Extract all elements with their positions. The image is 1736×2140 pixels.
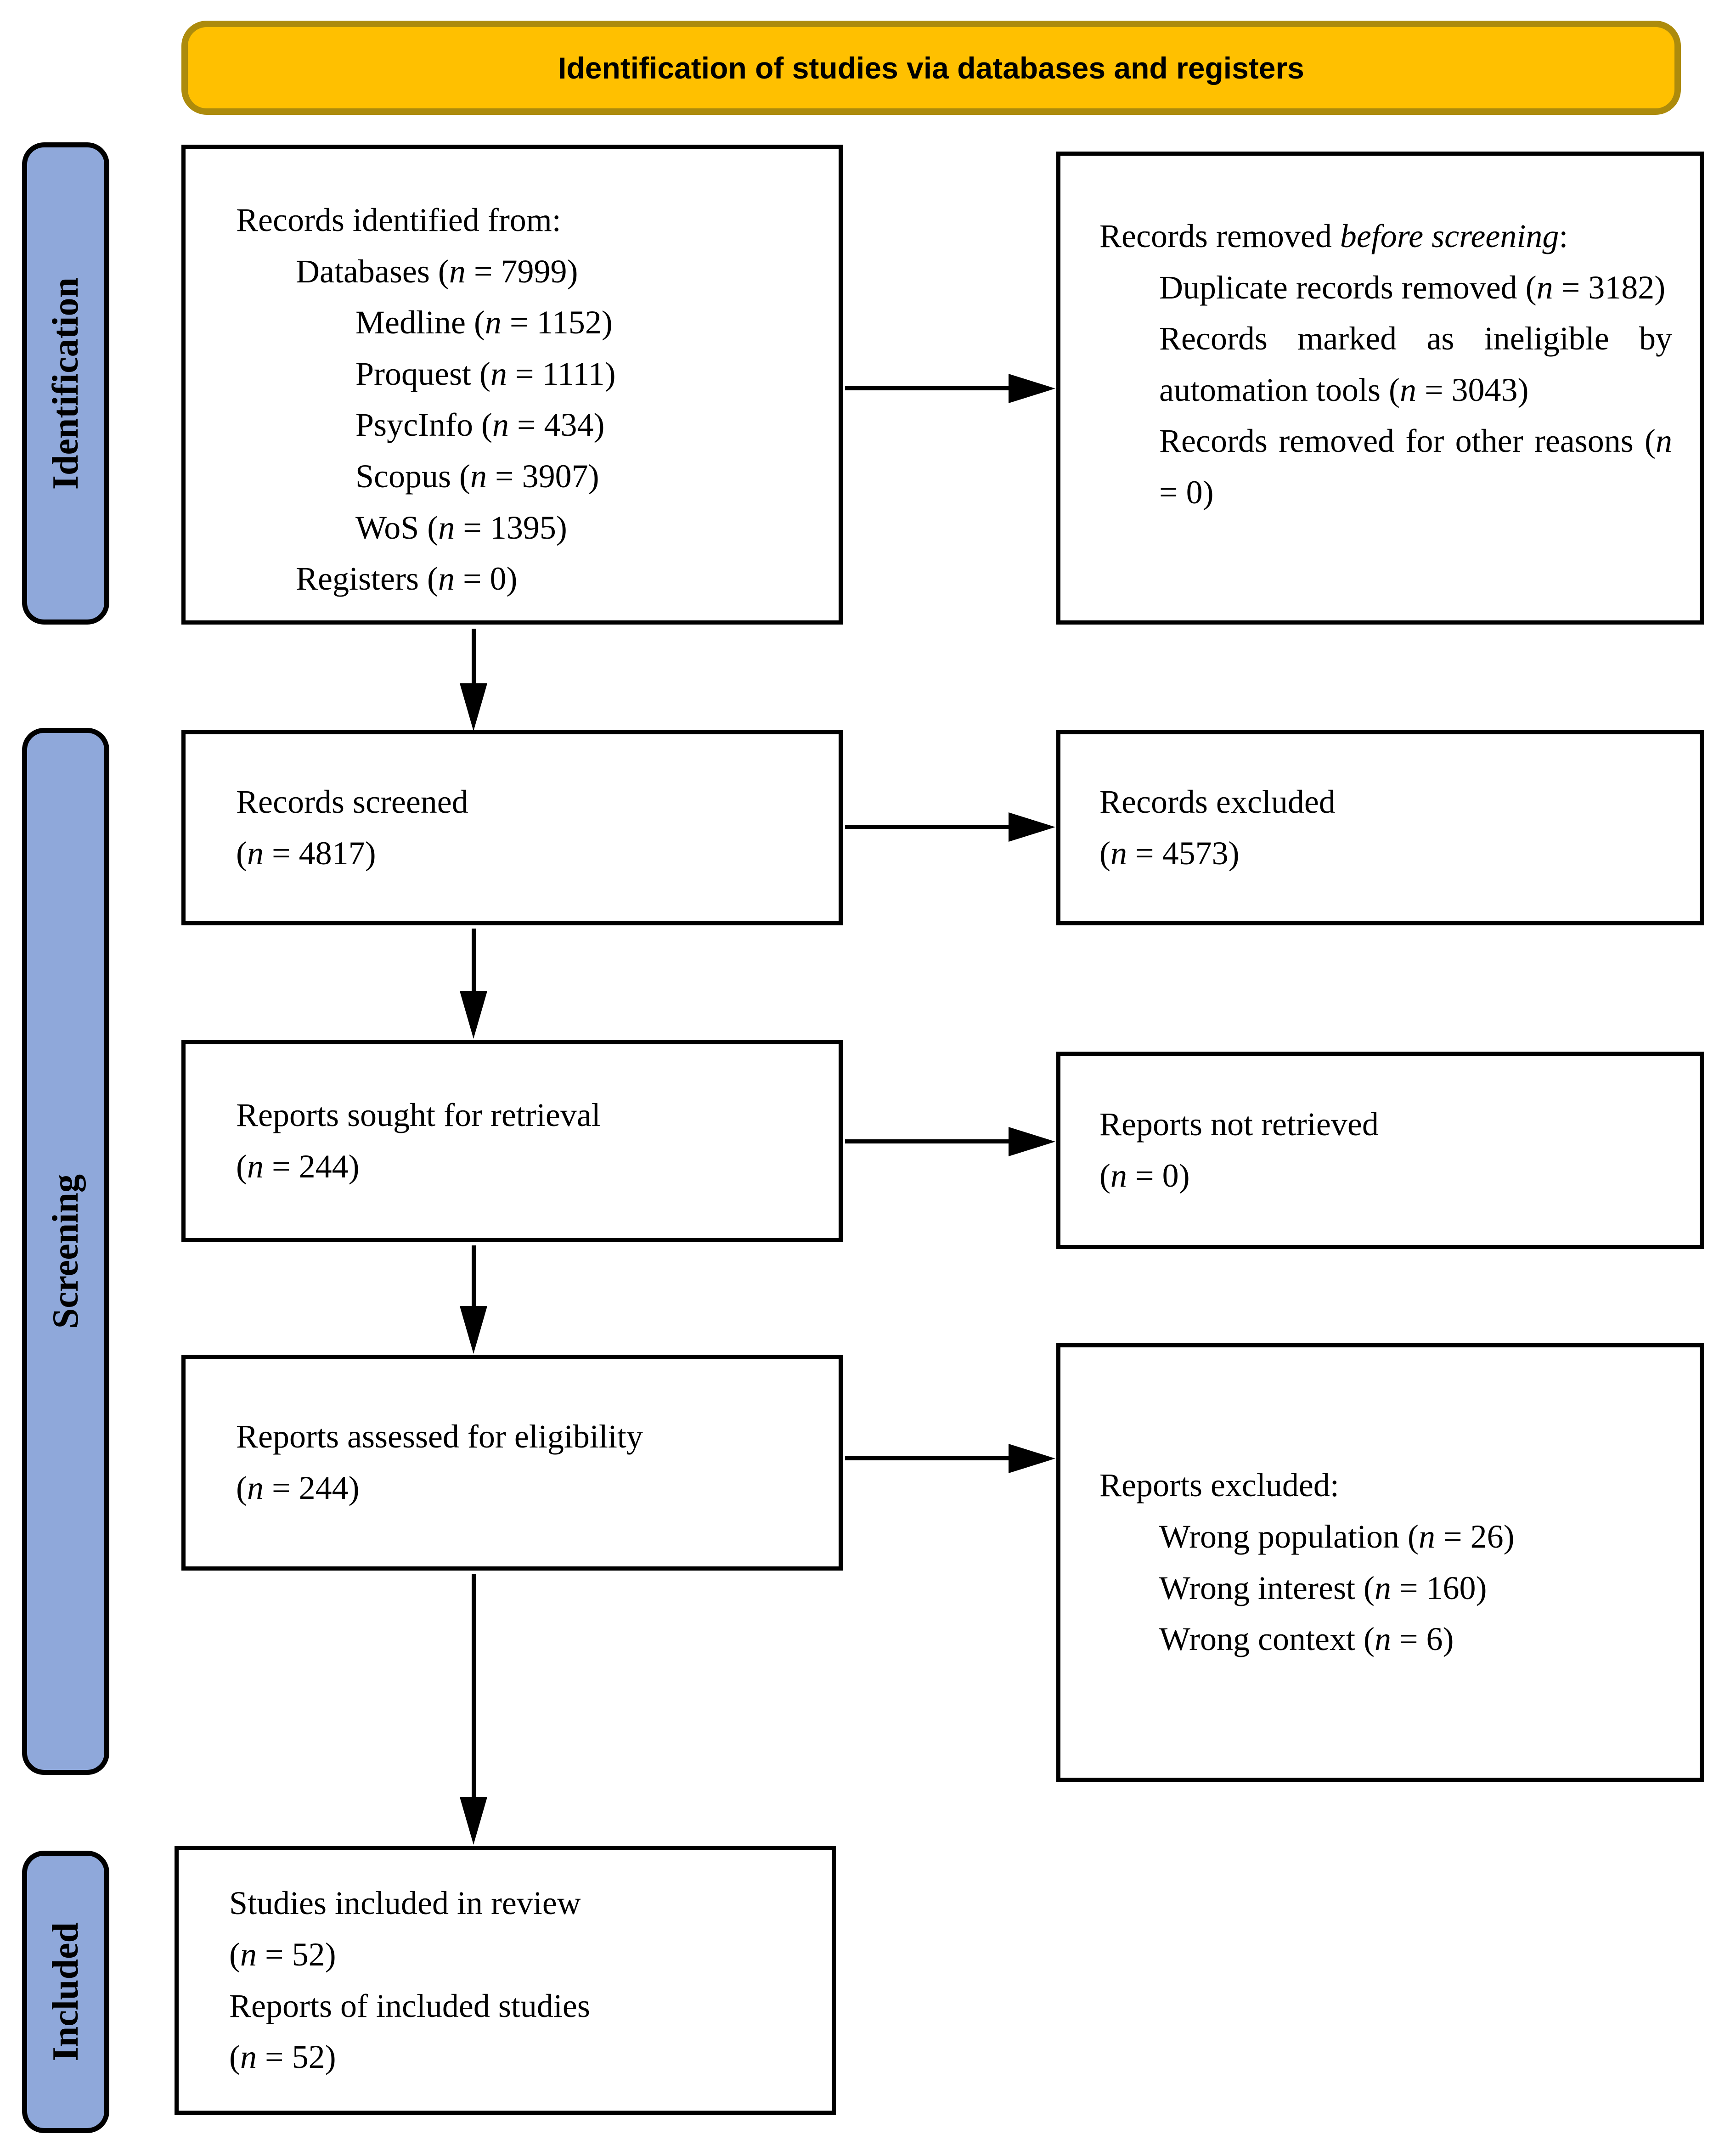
box-reports-assessed-for-eligibility: Reports assessed for eligibility (n = 24… [181,1355,843,1571]
flow-line: Records removed for other reasons (n = 0… [1159,422,1672,511]
flow-line: Registers (n = 0) [296,560,518,597]
arrow-down-sought-to-assessed [472,1245,476,1307]
stage-bar-identification: Identification [22,142,109,625]
flow-line: (n = 244) [236,1148,360,1185]
flow-line: WoS (n = 1395) [355,509,567,546]
arrowhead-down-icon [460,683,487,731]
box-reports-sought-for-retrieval: Reports sought for retrieval (n = 244) [181,1040,843,1242]
flow-line: Wrong population (n = 26) [1159,1518,1515,1555]
flow-line: (n = 52) [229,2039,336,2076]
flow-line: Medline (n = 1152) [355,304,613,341]
flow-line: Databases (n = 7999) [296,253,578,290]
title-post: : [1559,218,1568,254]
stage-label-identification: Identification [45,277,86,490]
arrowhead-down-icon [460,1306,487,1354]
flow-line: Records excluded [1099,783,1336,820]
flow-line: Wrong interest (n = 160) [1159,1569,1487,1606]
box-reports-excluded: Reports excluded: Wrong population (n = … [1056,1343,1704,1782]
arrowhead-down-icon [460,1797,487,1845]
arrowhead-right-icon [1009,1127,1055,1156]
flow-line: Scopus (n = 3907) [355,457,599,495]
flow-line: Duplicate records removed (n = 3182) [1159,269,1666,306]
banner-title: Identification of studies via databases … [558,51,1304,85]
title-pre: Records removed [1099,218,1340,254]
flow-line: Reports of included studies [229,1987,590,2024]
flow-line: Records identified from: [236,202,561,238]
flow-line: Reports sought for retrieval [236,1097,601,1134]
box-records-identified: Records identified from: Databases (n = … [181,145,843,625]
arrowhead-right-icon [1009,374,1055,403]
flow-line: (n = 244) [236,1470,360,1506]
banner-identification-via-databases: Identification of studies via databases … [181,21,1681,115]
arrow-right-sought-to-not-retrieved [845,1139,1010,1143]
arrow-down-screened-to-sought [472,929,476,992]
emphasis-before-screening: before screening [1340,218,1559,254]
arrow-down-assessed-to-included [472,1574,476,1798]
box-studies-included-in-review: Studies included in review (n = 52) Repo… [175,1846,836,2115]
arrow-right-identified-to-removed [845,386,1010,390]
stage-bar-screening: Screening [22,728,109,1775]
arrowhead-right-icon [1009,812,1055,842]
flow-line: Reports excluded: [1099,1467,1339,1504]
flow-line: (n = 52) [229,1936,336,1973]
flow-line: Reports not retrieved [1099,1106,1379,1143]
flow-line: Records marked as ineligible by automati… [1159,320,1672,408]
flow-line: (n = 4817) [236,834,376,872]
stage-label-screening: Screening [45,1174,86,1329]
flow-line: Proquest (n = 1111) [355,355,616,392]
flow-line: Reports assessed for eligibility [236,1418,643,1455]
stage-bar-included: Included [22,1851,109,2133]
box-records-excluded: Records excluded (n = 4573) [1056,730,1704,925]
flow-line: (n = 0) [1099,1157,1190,1194]
stage-label-included: Included [45,1922,86,2061]
arrowhead-down-icon [460,991,487,1039]
flow-line: Studies included in review [229,1885,581,1922]
box-records-screened: Records screened (n = 4817) [181,730,843,925]
flow-line: (n = 4573) [1099,834,1240,872]
box-reports-not-retrieved: Reports not retrieved (n = 0) [1056,1052,1704,1249]
arrow-down-identified-to-screened [472,629,476,685]
flow-line: Records removed before screening: [1099,211,1672,262]
arrow-right-screened-to-excluded [845,825,1010,829]
flow-line: Records screened [236,783,468,820]
arrow-right-assessed-to-reports-excluded [845,1456,1010,1460]
flow-line: PsycInfo (n = 434) [355,406,605,444]
arrowhead-right-icon [1009,1444,1055,1473]
flow-line: Wrong context (n = 6) [1159,1621,1454,1658]
box-records-removed-before-screening: Records removed before screening: Duplic… [1056,152,1704,625]
